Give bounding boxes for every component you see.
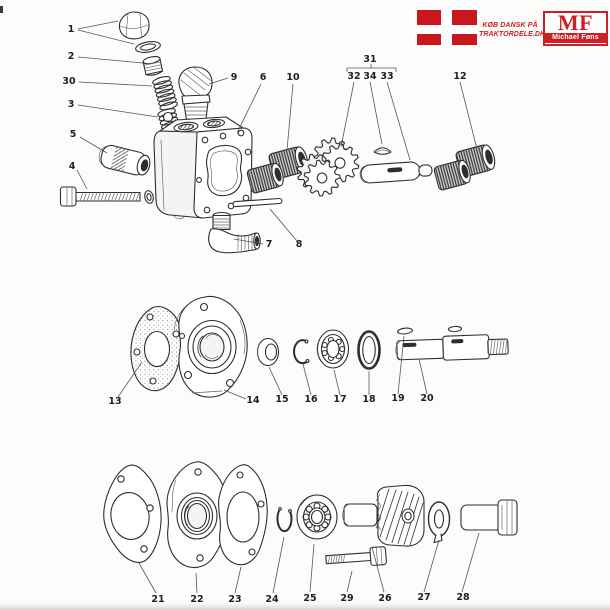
part-label-16: 16 xyxy=(304,394,318,405)
part-label-4: 4 xyxy=(69,161,76,172)
mf-initials: MF xyxy=(557,10,594,35)
part-label-30: 30 xyxy=(62,76,76,87)
part-label-17: 17 xyxy=(333,394,346,405)
part-label-27: 27 xyxy=(417,592,430,603)
part-33-gear-shaft xyxy=(359,161,433,184)
part-21-gasket xyxy=(103,464,162,563)
part-label-13: 13 xyxy=(108,396,121,407)
part-32-gears xyxy=(296,137,360,197)
part-label-9: 9 xyxy=(231,72,238,83)
part-label-31: 31 xyxy=(363,54,376,65)
part-29-bolt xyxy=(325,546,387,566)
part-18-seal xyxy=(357,330,381,370)
leader-lines xyxy=(76,20,480,594)
part-label-24: 24 xyxy=(265,594,279,605)
danish-flag-icon xyxy=(417,10,477,45)
part-26-helical-gear xyxy=(342,484,425,547)
part-17-bearing xyxy=(316,329,350,369)
part-label-21: 21 xyxy=(151,594,164,605)
part-7-elbow xyxy=(208,211,261,254)
part-label-18: 18 xyxy=(362,394,376,405)
part-24-snap-ring xyxy=(276,507,293,533)
part-label-22: 22 xyxy=(190,594,203,605)
part-label-15: 15 xyxy=(275,394,288,405)
part-label-5: 5 xyxy=(70,129,77,140)
part-13-gasket xyxy=(130,306,183,392)
scan-edge-mark xyxy=(0,6,3,13)
bottom-assembly-drawing xyxy=(103,461,518,569)
part-12-bushings xyxy=(433,144,496,191)
part-19-woodruff-key xyxy=(396,325,463,335)
part-8-pin xyxy=(232,197,283,208)
mf-logo: MF Michael Føns xyxy=(543,11,608,46)
part-label-26: 26 xyxy=(378,593,392,604)
part-label-28: 28 xyxy=(456,592,470,603)
logo-tagline: KØB DANSK PÅ TRAKTORDELE.DK xyxy=(479,22,546,40)
mf-name: Michael Føns xyxy=(545,33,606,43)
part-30-spring xyxy=(152,76,178,111)
part-16-snap-ring xyxy=(293,339,310,365)
part-label-3: 3 xyxy=(68,99,75,110)
part-label-10: 10 xyxy=(286,72,300,83)
part-label-19: 19 xyxy=(391,393,404,404)
part-28-bolt xyxy=(460,499,518,536)
part-label-33: 33 xyxy=(380,71,393,82)
part-number-labels: 1 2 30 3 5 4 9 6 10 31 32 34 33 12 8 7 1… xyxy=(62,24,470,605)
part-6-pump-body xyxy=(153,111,253,220)
part-label-23: 23 xyxy=(228,594,241,605)
tagline-line1: KØB DANSK PÅ xyxy=(482,22,538,29)
part-27-washer xyxy=(427,501,451,544)
tagline-line2: TRAKTORDELE.DK xyxy=(479,30,546,38)
part-15-spacer xyxy=(256,337,280,367)
part-1-cap-nut xyxy=(118,11,161,53)
traktordele-logo: KØB DANSK PÅ TRAKTORDELE.DK MF Michael F… xyxy=(417,9,608,49)
scan-bottom-shadow xyxy=(0,603,610,610)
part-label-6: 6 xyxy=(260,72,267,83)
part-label-14: 14 xyxy=(246,395,260,406)
part-5-connector xyxy=(98,144,151,176)
part-34-woodruff-key xyxy=(373,147,392,155)
part-25-bearing xyxy=(296,494,338,540)
part-20-drive-shaft xyxy=(395,334,509,361)
part-label-34: 34 xyxy=(363,71,377,82)
part-label-8: 8 xyxy=(296,239,303,250)
top-assembly-drawing xyxy=(59,11,496,254)
part-label-32: 32 xyxy=(347,71,360,82)
part-label-25: 25 xyxy=(303,593,316,604)
middle-assembly-drawing xyxy=(130,295,509,398)
part-2-adjusting-seat xyxy=(142,56,164,76)
part-label-29: 29 xyxy=(340,593,353,604)
part-22-retainer xyxy=(166,461,229,569)
part-23-gasket xyxy=(218,464,268,566)
part-label-2: 2 xyxy=(68,51,75,62)
part-label-12: 12 xyxy=(453,71,466,82)
part-4-bolt xyxy=(59,186,154,207)
part-14-bearing-housing xyxy=(174,295,248,398)
part-label-20: 20 xyxy=(420,393,434,404)
part-label-7: 7 xyxy=(266,239,273,250)
part-label-1: 1 xyxy=(68,24,75,35)
